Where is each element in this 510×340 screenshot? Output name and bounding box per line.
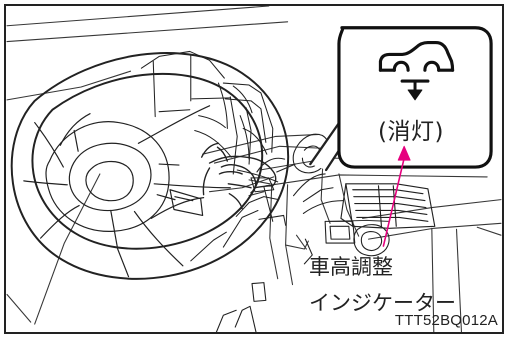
indicator-status-text: (消灯)	[378, 119, 444, 145]
illustration-frame: (消灯) 車高調整 インジケーター TTT52BQ012A	[4, 4, 504, 334]
indicator-label-line-2: インジケーター	[309, 291, 456, 315]
figure-code: TTT52BQ012A	[394, 312, 498, 329]
callout-pointer-line	[382, 157, 405, 247]
dashboard-line-drawing	[6, 6, 502, 332]
indicator-label-line-1: 車高調整	[309, 255, 393, 279]
